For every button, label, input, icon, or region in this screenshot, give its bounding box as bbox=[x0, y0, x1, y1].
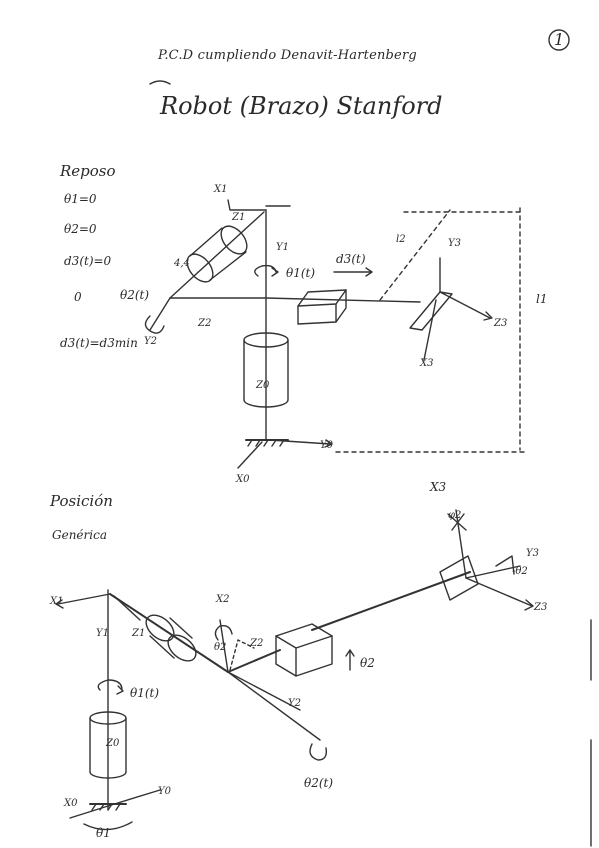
gen-y0-axis bbox=[108, 790, 160, 806]
title-underline bbox=[150, 81, 170, 84]
rest-label-y2: Y2 bbox=[144, 336, 157, 347]
rest-label-theta1: θ1(t) bbox=[286, 266, 316, 280]
rest-inclined-link bbox=[170, 212, 264, 298]
rest-z2-axis bbox=[150, 298, 170, 330]
gen-label-x2: X2 bbox=[216, 594, 230, 605]
rest-z3-axis bbox=[440, 292, 490, 318]
gen-label-minus-theta2: -θ2 bbox=[512, 566, 528, 577]
general-heading-1: Posición bbox=[50, 492, 113, 510]
gen-label-theta2-t: θ2(t) bbox=[304, 776, 334, 790]
rest-theta1-rotation bbox=[255, 266, 276, 276]
gen-dashed-joint bbox=[230, 640, 254, 670]
rest-x0-axis bbox=[238, 442, 262, 468]
gen-link-1 bbox=[110, 594, 228, 672]
gen-x1-arrowhead bbox=[56, 600, 63, 608]
rest-ground-hatch bbox=[248, 440, 284, 446]
rest-condition-5: d3(t)=d3min bbox=[60, 336, 138, 350]
gen-x3-marks bbox=[448, 514, 466, 530]
gen-y2-axis bbox=[228, 672, 300, 710]
gen-theta2-rotation bbox=[310, 744, 326, 760]
rest-label-z1: Z1 bbox=[232, 212, 246, 223]
rest-dashed-diagonal bbox=[380, 210, 450, 300]
gen-theta2-mark-arc bbox=[215, 626, 232, 640]
general-robot bbox=[56, 510, 591, 846]
gen-x2-axis bbox=[220, 620, 228, 672]
rest-theta2-rotation bbox=[145, 316, 164, 333]
rest-condition-3: d3(t)=0 bbox=[64, 254, 112, 268]
page-title: Robot (Brazo) Stanford bbox=[160, 92, 443, 120]
gen-x3-axis bbox=[456, 510, 466, 578]
gen-x1-axis bbox=[58, 594, 110, 604]
rest-condition-4: 0 bbox=[74, 290, 82, 304]
gen-x0-axis bbox=[70, 806, 108, 818]
rest-label-z2: Z2 bbox=[198, 318, 212, 329]
rest-label-a: 4,4 bbox=[174, 258, 190, 269]
gen-prismatic-box bbox=[276, 624, 332, 676]
gen-z1-axis bbox=[114, 596, 140, 620]
gen-label-y2: Y2 bbox=[288, 698, 301, 709]
gen-label-y1: Y1 bbox=[96, 628, 109, 639]
rest-theta1-arrowhead bbox=[272, 268, 278, 276]
rest-d3-arrow bbox=[334, 268, 372, 276]
gen-label-theta2: θ2 bbox=[360, 656, 375, 670]
gen-theta1-arc bbox=[84, 822, 132, 830]
rest-label-z3: Z3 bbox=[494, 318, 508, 329]
gen-label-phi2: φ2 bbox=[448, 510, 462, 521]
gen-label-x0: X0 bbox=[64, 798, 78, 809]
gen-label-theta2-mark: θ2 bbox=[214, 642, 227, 653]
rest-label-d3: d3(t) bbox=[336, 252, 366, 266]
rest-y0-arrowhead bbox=[325, 440, 332, 447]
rest-prismatic-box bbox=[298, 290, 346, 324]
gen-label-z0: Z0 bbox=[106, 738, 120, 749]
gen-theta-bracket bbox=[496, 556, 514, 574]
page-subtitle: P.C.D cumpliendo Denavit-Hartenberg bbox=[158, 48, 417, 63]
rest-label-z0: Z0 bbox=[256, 380, 270, 391]
rest-x3-axis bbox=[424, 300, 436, 360]
gen-z3-axis bbox=[466, 578, 532, 606]
gen-end-plate bbox=[440, 556, 478, 600]
rest-end-plate bbox=[410, 292, 452, 330]
gen-label-theta1-t: θ1(t) bbox=[130, 686, 160, 700]
rest-label-x3: X3 bbox=[420, 358, 434, 369]
rest-y0-axis bbox=[270, 440, 330, 444]
rest-label-theta2: θ2(t) bbox=[120, 288, 150, 302]
gen-joint2-cylinder bbox=[141, 610, 200, 666]
gen-label-z1: Z1 bbox=[132, 628, 146, 639]
page-number: 1 bbox=[554, 30, 565, 49]
rest-label-y1: Y1 bbox=[276, 242, 289, 253]
general-heading-2: Genérica bbox=[52, 528, 107, 542]
rest-robot bbox=[145, 200, 526, 468]
gen-label-y3: Y3 bbox=[526, 548, 539, 559]
gen-label-x3: X3 bbox=[430, 480, 447, 494]
rest-condition-1: θ1=0 bbox=[64, 192, 97, 206]
rest-label-y0: Y0 bbox=[320, 440, 333, 451]
gen-label-x1: X1 bbox=[50, 596, 64, 607]
gen-long-arm bbox=[312, 572, 470, 630]
rest-label-l1: l1 bbox=[536, 292, 548, 306]
rest-joint2-cylinder bbox=[182, 221, 252, 286]
gen-theta1-arrowhead bbox=[117, 686, 123, 694]
page-number-circle bbox=[549, 30, 569, 50]
gen-z3-arrowhead bbox=[525, 600, 533, 610]
rest-x1-axis bbox=[228, 200, 266, 210]
rest-label-x0: X0 bbox=[236, 474, 250, 485]
gen-label-z3: Z3 bbox=[534, 602, 548, 613]
gen-z2-axis bbox=[228, 672, 320, 740]
gen-ground-hatch bbox=[92, 804, 120, 810]
rest-arm-link bbox=[170, 298, 420, 302]
rest-label-l2: l2 bbox=[396, 234, 406, 245]
rest-heading: Reposo bbox=[60, 162, 116, 180]
rest-z3-arrowhead bbox=[484, 312, 492, 320]
gen-theta1-rotation bbox=[98, 680, 122, 690]
gen-arm-link bbox=[228, 650, 280, 672]
gen-base-cylinder bbox=[90, 712, 126, 778]
rest-label-y3: Y3 bbox=[448, 238, 461, 249]
gen-theta2-arrow bbox=[346, 650, 354, 670]
rest-condition-2: θ2=0 bbox=[64, 222, 97, 236]
rest-label-x1: X1 bbox=[214, 184, 228, 195]
gen-label-z2: Z2 bbox=[250, 638, 264, 649]
gen-label-y0: Y0 bbox=[158, 786, 171, 797]
gen-y3-axis bbox=[466, 566, 520, 578]
